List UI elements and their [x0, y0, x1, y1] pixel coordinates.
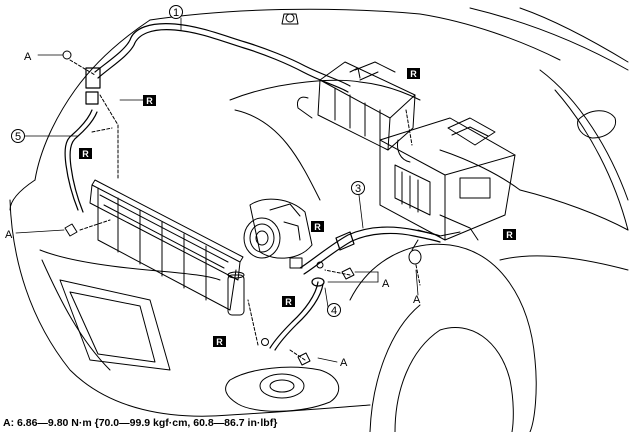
svg-text:R: R	[285, 297, 292, 307]
svg-text:4: 4	[331, 305, 337, 317]
replace-mark: R	[79, 148, 92, 159]
evaporator-pipes	[397, 139, 461, 265]
fastener-label-a: A	[340, 357, 348, 369]
svg-text:R: R	[82, 149, 89, 159]
fastener-label-a: A	[5, 229, 13, 241]
replace-mark: R	[311, 221, 324, 232]
leader-lines	[15, 17, 419, 363]
fastener-label-a: A	[24, 51, 32, 63]
cooler-pipe-5	[64, 67, 101, 213]
ac-compressor	[243, 198, 313, 269]
callout-1: 1	[169, 5, 183, 19]
cooler-pipe-4	[269, 277, 325, 351]
condenser	[89, 179, 245, 316]
callout-4: 4	[327, 303, 341, 317]
replace-mark: R	[503, 229, 516, 240]
fastener-label-a: A	[413, 294, 421, 306]
callout-3: 3	[351, 181, 365, 195]
svg-text:R: R	[506, 230, 513, 240]
svg-text:R: R	[314, 222, 321, 232]
cooler-pipe-1	[94, 23, 351, 93]
dashed-leaders	[69, 59, 421, 361]
replace-mark: R	[407, 68, 420, 79]
car-body-outline	[9, 7, 629, 432]
svg-text:1: 1	[173, 7, 179, 19]
callout-5: 5	[11, 129, 25, 143]
cooler-pipe-3	[299, 226, 441, 275]
replace-mark: R	[282, 296, 295, 307]
fastener-label-a: A	[382, 278, 390, 290]
replace-mark: R	[143, 95, 156, 106]
svg-text:5: 5	[15, 131, 21, 143]
bolt-icons	[62, 13, 361, 366]
svg-text:R: R	[146, 96, 153, 106]
replace-mark: R	[213, 336, 226, 347]
torque-spec-caption: A: 6.86—9.80 N·m {70.0—99.9 kgf·cm, 60.8…	[3, 417, 278, 429]
svg-text:R: R	[216, 337, 223, 347]
heater-unit	[297, 61, 516, 241]
svg-text:R: R	[410, 69, 417, 79]
svg-text:3: 3	[355, 183, 361, 195]
